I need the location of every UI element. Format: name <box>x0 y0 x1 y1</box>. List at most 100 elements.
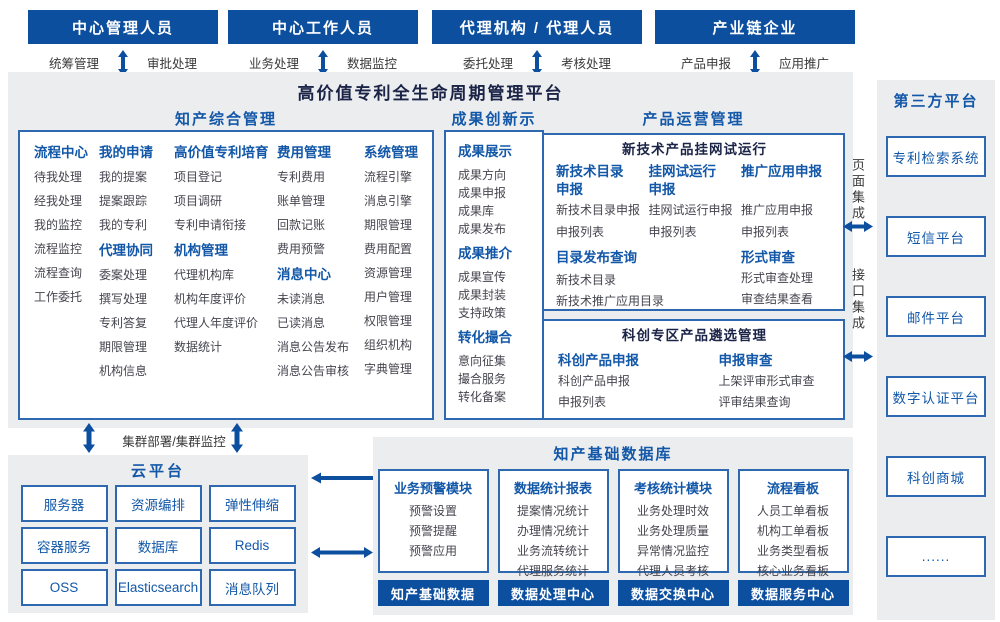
group-header: 高价值专利培育 <box>174 145 269 160</box>
menu-item: 专利申请衔接 <box>174 218 247 232</box>
group-header: 我的申请 <box>99 145 153 160</box>
data-module-box: 数据统计报表 提案情况统计办理情况统计业务流转统计代理服务统计 <box>497 469 609 578</box>
data-column: 考核统计模块 业务处理时效业务处理质量异常情况监控代理人员考核 数据交换中心 <box>617 469 729 606</box>
menu-item: 字典管理 <box>364 362 413 376</box>
menu-item: 专利答复 <box>99 316 148 330</box>
menu-item: 流程引擎 <box>364 170 413 184</box>
menu-item: 科创产品申报 <box>558 374 631 388</box>
third-party-box: 邮件平台 <box>886 296 986 337</box>
product-column: 推广应用申报 推广应用申报申报列表 <box>741 163 833 247</box>
ip-data-platform-panel: 知产基础数据库 业务预警模块 预警设置预警提醒预警应用 知产基础数据 数据统计报… <box>373 437 853 615</box>
achievement-box: 成果展示 成果方向成果申报成果库成果发布 成果推介 成果宣传成果封装支持政策 转… <box>444 130 544 420</box>
menu-item: 新技术目录申报 <box>556 203 641 217</box>
third-party-title: 第三方平台 <box>893 93 979 110</box>
group-header: 科创产品申报 <box>558 353 639 368</box>
cloud-service-box: 消息队列 <box>208 569 296 606</box>
menu-item: 消息引擎 <box>364 194 413 208</box>
menu-item: 经我处理 <box>34 194 83 208</box>
menu-item: 代理机构库 <box>174 268 235 282</box>
double-vertical-arrow-icon <box>117 50 129 76</box>
role-duty-label: 考核处理 <box>561 57 612 71</box>
data-column: 业务预警模块 预警设置预警提醒预警应用 知产基础数据 <box>377 469 489 606</box>
ip-management-section-title: 知产综合管理 <box>174 111 277 128</box>
menu-list: 专利费用账单管理回款记账费用预警 <box>277 170 361 256</box>
menu-item: 异常情况监控 <box>636 544 709 558</box>
data-center-bar: 数据处理中心 <box>497 580 609 606</box>
data-module-box: 流程看板 人员工单看板机构工单看板业务类型看板核心业务看板 <box>737 469 849 578</box>
role-center-managers: 中心管理人员 统筹管理 审批处理 <box>28 10 218 76</box>
role-title: 中心管理人员 <box>28 10 218 44</box>
group-header: 新技术目录 申报 <box>556 164 624 197</box>
role-duty-label: 审批处理 <box>147 57 198 71</box>
group-header: 推广应用申报 <box>741 164 822 179</box>
data-center-bar: 知产基础数据 <box>377 580 489 606</box>
menu-item: 成果封装 <box>458 288 507 302</box>
menu-item: 流程查询 <box>34 266 83 280</box>
menu-item: 业务类型看板 <box>756 544 829 558</box>
data-center-bar: 数据服务中心 <box>737 580 849 606</box>
subbox-title: 新技术产品挂网试运行 <box>622 142 767 157</box>
product-column: 新技术目录 申报 新技术目录申报申报列表 <box>556 163 648 247</box>
data-module-box: 业务预警模块 预警设置预警提醒预警应用 <box>377 469 489 573</box>
ip-management-box: 流程中心 待我处理经我处理我的监控流程监控流程查询工作委托 我的申请 我的提案提… <box>18 130 434 420</box>
menu-list: 我的提案提案跟踪我的专利 <box>99 170 171 232</box>
platform-panel: 高价值专利全生命周期管理平台 知产综合管理 流程中心 待我处理经我处理我的监控流… <box>8 72 853 428</box>
menu-item: 消息公告发布 <box>277 340 350 354</box>
menu-item: 推广应用申报 <box>741 203 814 217</box>
group-header: 消息中心 <box>277 267 331 282</box>
role-duty-label: 应用推广 <box>779 57 830 71</box>
menu-item: 办理情况统计 <box>516 524 589 538</box>
ip-data-platform-title: 知产基础数据库 <box>553 446 673 463</box>
cluster-deploy-monitor-label: 集群部署/集群监控 <box>122 435 226 449</box>
ip-column: 高价值专利培育 项目登记项目调研专利申请衔接 机构管理 代理机构库机构年度评价代… <box>174 144 274 418</box>
menu-item: 工作委托 <box>34 290 83 304</box>
menu-item: 专利费用 <box>277 170 326 184</box>
menu-item: 费用配置 <box>364 242 413 256</box>
menu-item: 撮合服务 <box>458 372 507 386</box>
group-header: 流程看板 <box>766 481 819 496</box>
group-header: 系统管理 <box>364 145 418 160</box>
subbox-title: 科创专区产品遴选管理 <box>622 328 767 343</box>
platform-title: 高价值专利全生命周期管理平台 <box>297 84 564 103</box>
menu-item: 资源管理 <box>364 266 413 280</box>
menu-item: 上架评审形式审查 <box>718 374 815 388</box>
menu-list: 流程引擎消息引擎期限管理费用配置资源管理用户管理权限管理组织机构字典管理 <box>364 170 420 376</box>
group-header: 成果推介 <box>458 246 512 261</box>
menu-item: 未读消息 <box>277 292 326 306</box>
menu-item: 代理人员考核 <box>636 564 709 578</box>
new-tech-trial-box: 新技术产品挂网试运行 新技术目录 申报 新技术目录申报申报列表 挂网试运行 申报… <box>542 133 845 311</box>
menu-list: 新技术目录新技术推广应用目录新技术（产品）挂网试运行计划 <box>556 271 741 309</box>
data-module-box: 考核统计模块 业务处理时效业务处理质量异常情况监控代理人员考核 <box>617 469 729 578</box>
menu-item: 我的监控 <box>34 218 83 232</box>
menu-item: 项目登记 <box>174 170 223 184</box>
menu-item: 撰写处理 <box>99 292 148 306</box>
menu-list: 代理机构库机构年度评价代理人年度评价数据统计 <box>174 268 274 354</box>
menu-item: 申报列表 <box>741 225 790 239</box>
menu-list: 委案处理撰写处理专利答复期限管理机构信息 <box>99 268 171 378</box>
menu-item: 成果宣传 <box>458 270 507 284</box>
cloud-service-box: 资源编排 <box>114 485 202 522</box>
role-title: 中心工作人员 <box>228 10 418 44</box>
menu-item: 流程监控 <box>34 242 83 256</box>
menu-item: 机构工单看板 <box>756 524 829 538</box>
menu-item: 委案处理 <box>99 268 148 282</box>
third-party-box: 专利检索系统 <box>886 136 986 177</box>
menu-item: 申报列表 <box>556 225 605 239</box>
menu-list: 未读消息已读消息消息公告发布消息公告审核 <box>277 292 361 378</box>
menu-list: 待我处理经我处理我的监控流程监控流程查询工作委托 <box>34 170 96 304</box>
menu-item: 我的专利 <box>99 218 148 232</box>
product-ops-section-title: 产品运营管理 <box>642 111 745 128</box>
menu-item: 意向征集 <box>458 354 507 368</box>
menu-item: 我的提案 <box>99 170 148 184</box>
group-header: 转化撮合 <box>458 330 512 345</box>
menu-item: 消息公告审核 <box>277 364 350 378</box>
double-vertical-arrow-icon <box>749 50 761 76</box>
menu-item: 期限管理 <box>364 218 413 232</box>
ip-column: 我的申请 我的提案提案跟踪我的专利 代理协同 委案处理撰写处理专利答复期限管理机… <box>99 144 171 418</box>
third-party-panel: 第三方平台 专利检索系统短信平台邮件平台数字认证平台科创商城...... <box>877 80 995 620</box>
sci-innovation-selection-box: 科创专区产品遴选管理 科创产品申报 科创产品申报申报列表 申报审查 上架评审形式… <box>542 319 845 420</box>
menu-list: 成果宣传成果封装支持政策 <box>458 271 542 320</box>
menu-item: 申报列表 <box>648 225 697 239</box>
menu-item: 待我处理 <box>34 170 83 184</box>
third-party-box: 短信平台 <box>886 216 986 257</box>
